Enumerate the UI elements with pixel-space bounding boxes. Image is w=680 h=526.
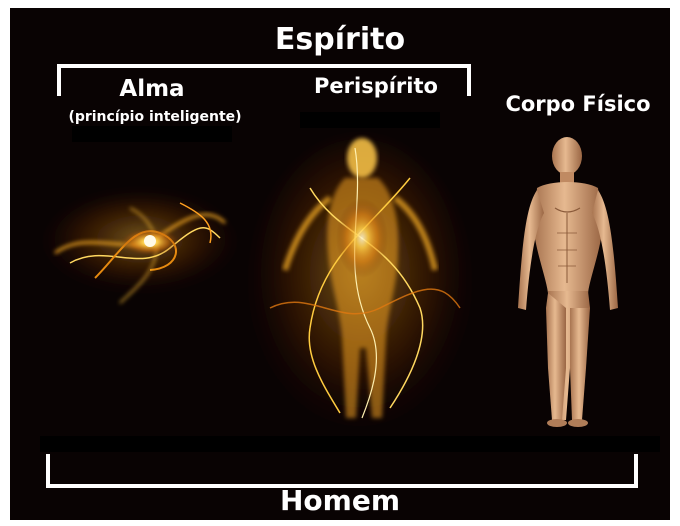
title-espirito: Espírito [10, 22, 670, 57]
alma-energy-swirl [45, 194, 235, 303]
label-shadow-strip [72, 126, 232, 142]
label-alma-subtitle: (princípio inteligente) [40, 109, 270, 125]
label-shadow-strip [300, 112, 440, 128]
corpo-fisico-figure [518, 137, 618, 427]
diagram-canvas: Espírito Alma (princípio inteligente) Pe… [10, 8, 670, 520]
label-alma: Alma [92, 76, 212, 102]
label-homem: Homem [10, 484, 670, 517]
label-corpo-fisico: Corpo Físico [486, 92, 670, 116]
label-perispirito: Perispírito [296, 74, 456, 98]
footer-shadow-strip [40, 436, 660, 452]
perispirito-energy-body [250, 138, 470, 438]
homem-bracket [46, 454, 638, 488]
